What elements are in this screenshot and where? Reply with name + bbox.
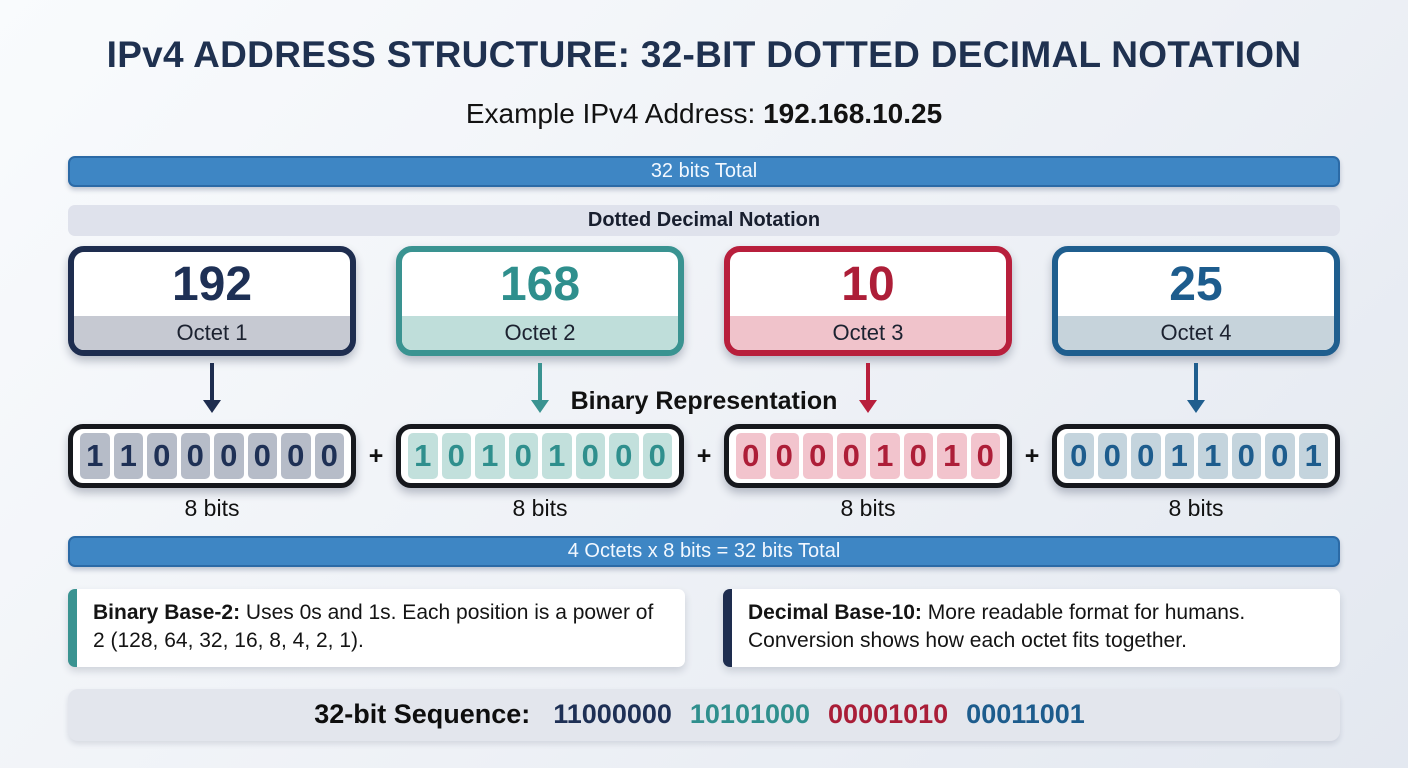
octet-2-decimal: 168 xyxy=(499,257,581,311)
down-arrow-icon xyxy=(203,363,221,413)
info-text: More readable format for humans. Convers… xyxy=(748,601,1246,652)
example-ip-address: 192.168.10.25 xyxy=(763,98,943,129)
bits-label-1: 8 bits xyxy=(184,495,240,521)
bit-cell: 0 xyxy=(1131,433,1161,479)
down-arrow-icon xyxy=(531,363,549,413)
bit-cell: 0 xyxy=(736,433,766,479)
octet-3-label: Octet 3 xyxy=(730,316,1006,350)
arrow-col-1 xyxy=(68,358,356,420)
bits-labels-row: 8 bits 8 bits 8 bits 8 bits xyxy=(68,495,1340,522)
bit-cell: 1 xyxy=(475,433,505,479)
sequence-segment-3: 00001010 xyxy=(828,699,949,730)
bit-cell: 1 xyxy=(80,433,110,479)
bit-cell: 0 xyxy=(575,433,605,479)
bit-cell: 0 xyxy=(1265,433,1295,479)
bit-cell: 1 xyxy=(542,433,572,479)
arrow-col-4 xyxy=(1052,358,1340,420)
bits-label-2: 8 bits xyxy=(512,495,568,521)
plus-sign: + xyxy=(368,441,384,470)
octet-box-2: 168 Octet 2 xyxy=(396,246,684,356)
bit-cell: 1 xyxy=(870,433,900,479)
bit-cell: 0 xyxy=(1064,433,1094,479)
bit-cell: 1 xyxy=(408,433,438,479)
bits-label-3: 8 bits xyxy=(840,495,896,521)
sequence-segment-1: 11000000 xyxy=(553,699,672,730)
bit-cell: 0 xyxy=(314,433,344,479)
arrow-col-3 xyxy=(724,358,1012,420)
arrow-row: Binary Representation xyxy=(68,358,1340,420)
octet-box-3: 10 Octet 3 xyxy=(724,246,1012,356)
sequence-segment-2: 10101000 xyxy=(689,699,811,730)
subtitle-label: Example IPv4 Address: xyxy=(465,98,764,129)
bit-cell: 0 xyxy=(214,433,244,479)
octet-row: 192 Octet 1 168 Octet 2 10 Octet 3 25 Oc… xyxy=(68,246,1340,356)
bit-cell: 0 xyxy=(769,433,799,479)
octet-1-decimal: 192 xyxy=(171,257,253,311)
arrow-col-2 xyxy=(396,358,684,420)
bits-label-4: 8 bits xyxy=(1168,495,1224,521)
down-arrow-icon xyxy=(859,363,877,413)
bit-cell: 0 xyxy=(247,433,277,479)
octet-4-label: Octet 4 xyxy=(1058,316,1334,350)
decimal-base10-info-box: Decimal Base-10: More readable format fo… xyxy=(723,589,1340,667)
bit-cell: 0 xyxy=(441,433,471,479)
bit-cell: 1 xyxy=(937,433,967,479)
page-title: IPv4 ADDRESS STRUCTURE: 32-BIT DOTTED DE… xyxy=(106,34,1302,75)
bit-cell: 0 xyxy=(147,433,177,479)
plus-sign: + xyxy=(1024,441,1040,470)
octet-1-label: Octet 1 xyxy=(74,316,350,350)
bit-cell: 0 xyxy=(903,433,933,479)
bit-cell: 0 xyxy=(970,433,1000,479)
info-row: Binary Base-2: Uses 0s and 1s. Each posi… xyxy=(68,589,1340,667)
bit-cell: 1 xyxy=(113,433,143,479)
bit-cell: 0 xyxy=(508,433,538,479)
octet-2-label: Octet 2 xyxy=(402,316,678,350)
binary-base2-info-box: Binary Base-2: Uses 0s and 1s. Each posi… xyxy=(68,589,685,667)
bit-cell: 1 xyxy=(1298,433,1328,479)
bit-cell: 0 xyxy=(836,433,866,479)
octet-4-decimal: 25 xyxy=(1169,257,1223,311)
bit-cell: 0 xyxy=(281,433,311,479)
info-lead: Binary Base-2: xyxy=(93,601,241,624)
binary-representation-label: Binary Representation xyxy=(570,387,838,415)
dotted-decimal-bar: Dotted Decimal Notation xyxy=(68,205,1340,236)
bit-cell: 0 xyxy=(1231,433,1261,479)
octet-3-decimal: 10 xyxy=(841,257,895,311)
bit-cell: 1 xyxy=(1198,433,1228,479)
bit-cell: 1 xyxy=(1164,433,1194,479)
total-bits-bar: 32 bits Total xyxy=(68,156,1340,187)
info-text: Uses 0s and 1s. Each position is a power… xyxy=(93,601,654,652)
example-address-subtitle: Example IPv4 Address: 192.168.10.25 xyxy=(68,98,1340,130)
down-arrow-icon xyxy=(1187,363,1205,413)
octet-box-1: 192 Octet 1 xyxy=(68,246,356,356)
bit-cell: 0 xyxy=(642,433,672,479)
plus-sign: + xyxy=(696,441,712,470)
bit-cell: 0 xyxy=(180,433,210,479)
info-lead: Decimal Base-10: xyxy=(748,601,922,624)
bit-cell: 0 xyxy=(1097,433,1127,479)
sequence-bar: 32-bit Sequence: 11000000 10101000 00001… xyxy=(68,688,1340,741)
octet-box-4: 25 Octet 4 xyxy=(1052,246,1340,356)
bit-cell: 0 xyxy=(803,433,833,479)
sequence-segment-4: 00011001 xyxy=(966,699,1085,730)
equation-bar: 4 Octets x 8 bits = 32 bits Total xyxy=(68,536,1340,567)
bit-cell: 0 xyxy=(609,433,639,479)
sequence-label: 32-bit Sequence: xyxy=(314,699,531,730)
